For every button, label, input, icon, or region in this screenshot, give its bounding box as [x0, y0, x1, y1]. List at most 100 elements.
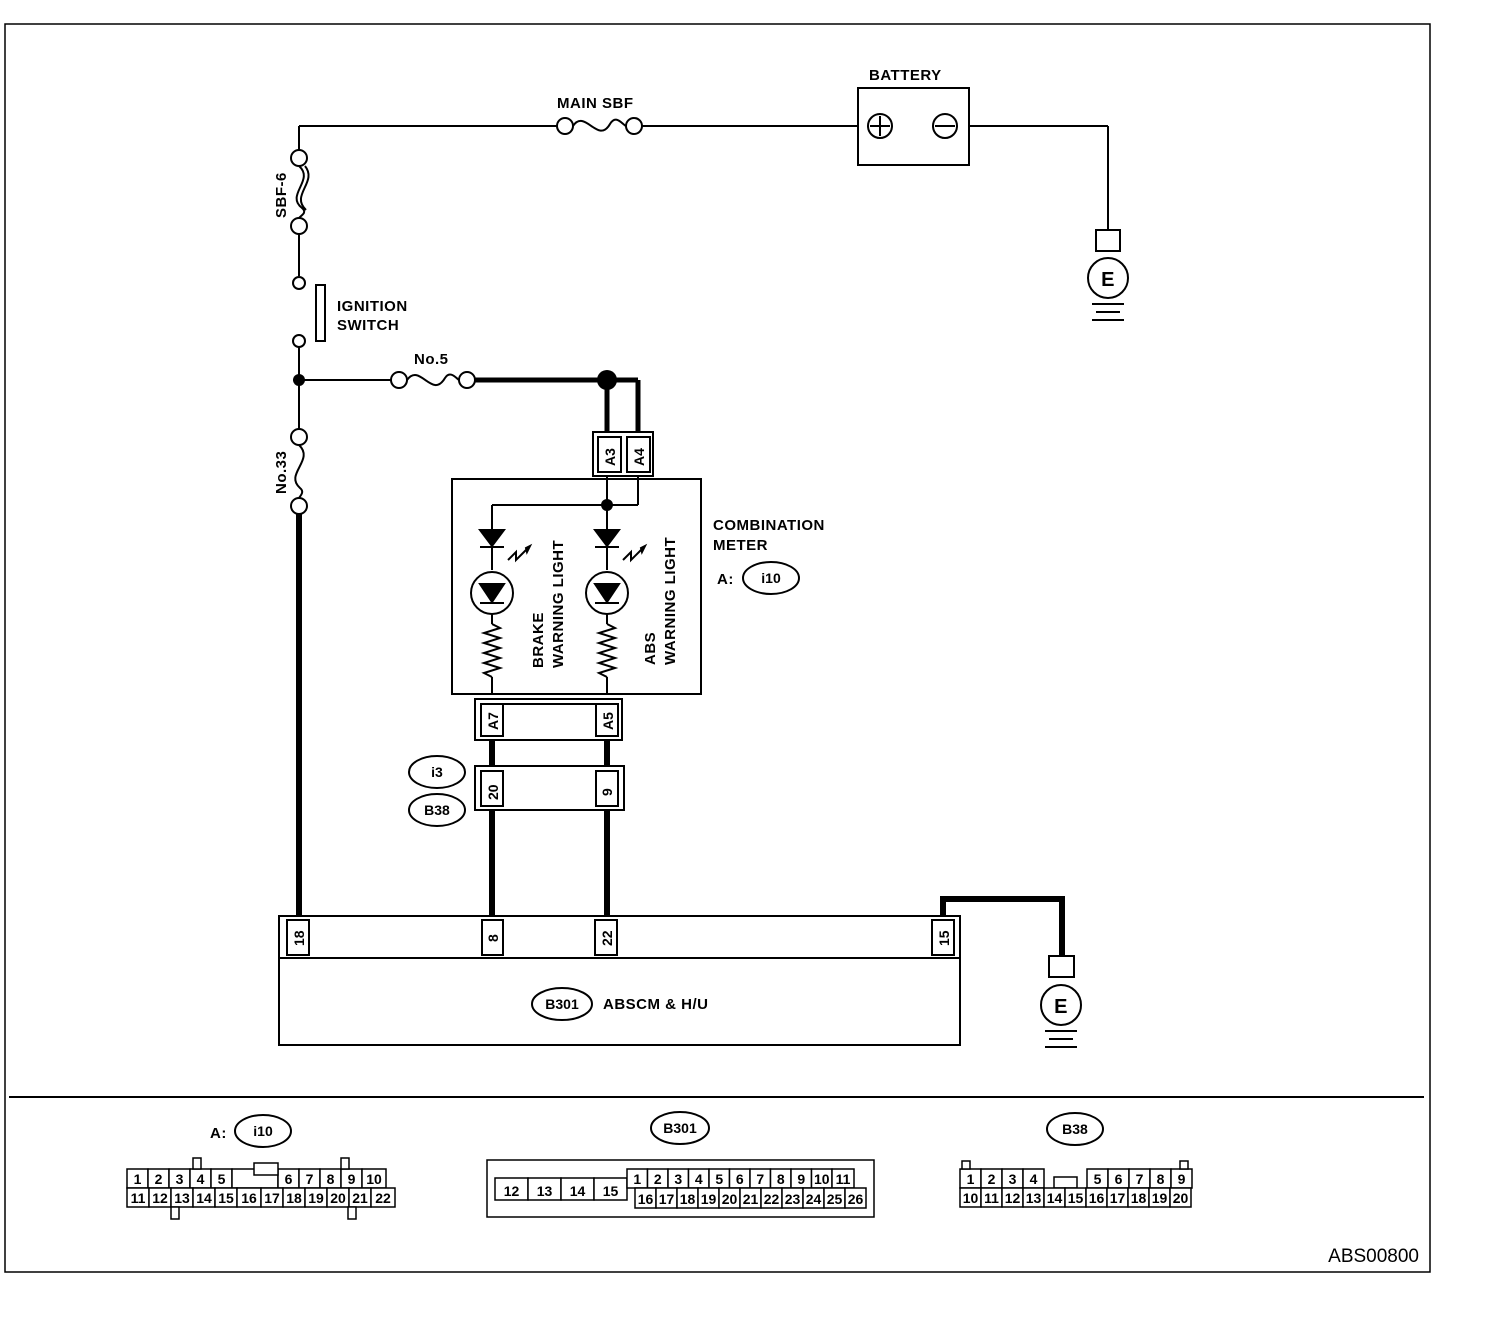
connector-id-b38: B38 — [424, 802, 450, 818]
abs-warning-light-icon — [585, 529, 648, 694]
brake-label-2: WARNING LIGHT — [550, 540, 567, 668]
abs-label-1: ABS — [642, 632, 659, 665]
connector-id-b301: B301 — [545, 996, 579, 1012]
no33-fuse-icon — [290, 428, 308, 515]
connector-pin-label: 15 — [1068, 1190, 1084, 1206]
ignition-label-1: IGNITION — [337, 298, 408, 315]
connector-pin-label: 8 — [327, 1171, 335, 1187]
connector-pin-label: 9 — [348, 1171, 356, 1187]
pin-a3: A3 — [602, 448, 618, 466]
abscm-unit-box — [278, 957, 961, 1046]
connector-pin-label: 23 — [785, 1191, 801, 1207]
ground-icon-bottom — [1040, 955, 1082, 1048]
pin-8: 8 — [485, 934, 501, 942]
connector-pin-label: 4 — [695, 1171, 703, 1187]
pin-a5: A5 — [600, 712, 616, 730]
connector-pin-label: 14 — [570, 1183, 586, 1199]
connector-pin-label: 14 — [1047, 1190, 1063, 1206]
connector-pin-label: 11 — [984, 1190, 999, 1206]
connector-pin-label: 18 — [1131, 1190, 1147, 1206]
connector-pin-label: 4 — [1030, 1171, 1038, 1187]
abs-label-2: WARNING LIGHT — [662, 537, 679, 665]
battery-circuit — [298, 125, 1109, 230]
sbf6-fuse-icon — [290, 149, 310, 235]
connector-pin-label: 20 — [1173, 1190, 1189, 1206]
connector-pin-label: 19 — [1152, 1190, 1168, 1206]
connector-view-badge-i10 — [234, 1114, 292, 1148]
pin-a7: A7 — [485, 712, 501, 730]
sbf6-label: SBF-6 — [273, 172, 290, 218]
fuse-no5-label: No.5 — [414, 351, 449, 368]
brake-label-1: BRAKE — [530, 612, 547, 668]
connector-pin-label: 10 — [366, 1171, 382, 1187]
connector-pin-label: 13 — [174, 1190, 190, 1206]
pin-22: 22 — [599, 930, 615, 946]
connector-pin-label: 19 — [701, 1191, 717, 1207]
connector-pin-label: 13 — [1026, 1190, 1042, 1206]
connector-a-prefix: A: — [717, 571, 734, 588]
connector-pin-label: 8 — [1157, 1171, 1165, 1187]
connector-pin-label: 1 — [967, 1171, 975, 1187]
connector-pin-label: 5 — [715, 1171, 723, 1187]
connector-id-badge-b38 — [408, 793, 466, 827]
connector-pin-label: 17 — [659, 1191, 675, 1207]
wire-pin15-to-ground — [940, 896, 1065, 956]
connector-pin-label: 12 — [504, 1183, 520, 1199]
connector-id-badge-i10 — [742, 561, 800, 595]
connector-view-id-i10: i10 — [253, 1123, 273, 1139]
connector-pin-label: 17 — [1110, 1190, 1126, 1206]
battery-label: BATTERY — [869, 67, 942, 84]
connector-pin-label: 3 — [1009, 1171, 1017, 1187]
connector-pin-label: 3 — [674, 1171, 682, 1187]
connector-pin-label: 18 — [680, 1191, 696, 1207]
ground-e-label-top: E — [1101, 269, 1115, 291]
main-sbf-label: MAIN SBF — [557, 95, 634, 112]
connector-id-i3: i3 — [431, 764, 443, 780]
abscm-label: ABSCM & H/U — [603, 996, 709, 1013]
connector-view-badge-b301 — [650, 1111, 710, 1145]
connector-pin-label: 13 — [537, 1183, 553, 1199]
connector-pin-label: 22 — [375, 1190, 391, 1206]
connector-pin-label: 6 — [1115, 1171, 1123, 1187]
connector-pin-label: 20 — [330, 1190, 346, 1206]
connector-pin-label: 7 — [306, 1171, 314, 1187]
connector-pin-label: 21 — [743, 1191, 759, 1207]
connector-pin-label: 15 — [218, 1190, 234, 1206]
abscm-connector-strip — [278, 915, 961, 959]
meter-junction-dot — [601, 499, 613, 511]
connector-pin-label: 21 — [352, 1190, 368, 1206]
brake-warning-light-icon — [470, 529, 533, 694]
ignition-switch-icon — [292, 234, 326, 380]
connector-pin-label: 2 — [988, 1171, 996, 1187]
fuse-no33-label: No.33 — [273, 451, 290, 494]
connector-a7-a5 — [474, 698, 623, 741]
combination-meter-label-2: METER — [713, 537, 768, 554]
connector-pin-label: 22 — [764, 1191, 780, 1207]
connector-pin-label: 20 — [722, 1191, 738, 1207]
connector-pin-label: 19 — [308, 1190, 324, 1206]
main-sbf-fuse-icon — [556, 117, 643, 135]
connector-pin-label: 6 — [285, 1171, 293, 1187]
pin-a4: A4 — [631, 448, 647, 466]
connector-pin-label: 1 — [134, 1171, 142, 1187]
connector-view-id-b38: B38 — [1062, 1121, 1088, 1137]
connector-pin-label: 10 — [814, 1171, 830, 1187]
pin-20: 20 — [485, 784, 501, 800]
connector-view-a-prefix: A: — [210, 1125, 227, 1142]
connector-pin-label: 4 — [197, 1171, 205, 1187]
connector-pin-label: 25 — [827, 1191, 843, 1207]
pin-18: 18 — [291, 930, 307, 946]
connector-pin-label: 11 — [836, 1171, 851, 1187]
connector-id-i10: i10 — [761, 570, 781, 586]
connector-view-id-b301: B301 — [663, 1120, 697, 1136]
connector-pin-label: 15 — [603, 1183, 619, 1199]
connector-pin-label: 26 — [848, 1191, 864, 1207]
connector-pin-label: 12 — [152, 1190, 168, 1206]
connector-pin-label: 6 — [736, 1171, 744, 1187]
connector-id-badge-b301 — [531, 987, 593, 1021]
connector-a3-a4 — [592, 431, 654, 477]
